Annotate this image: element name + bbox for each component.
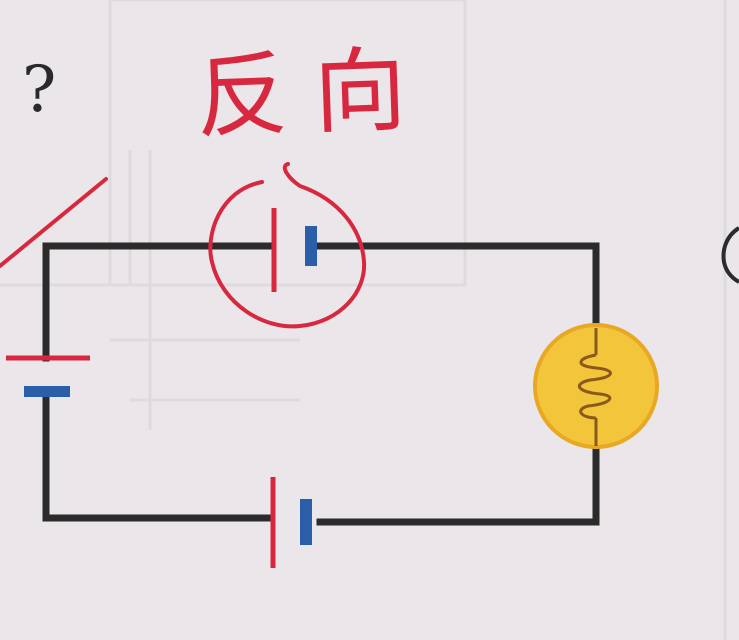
circuit-wires (42, 242, 600, 526)
wire-bottom-left (42, 392, 276, 522)
top-battery-icon (271, 208, 317, 292)
annotation-circle (208, 162, 367, 329)
light-bulb-icon (533, 323, 659, 449)
question-mark: ? (22, 53, 57, 127)
left-battery-icon (6, 355, 90, 397)
annotation-pointer-line (0, 177, 108, 268)
wire-top-right (314, 242, 600, 332)
handwritten-note: 反向 (194, 35, 434, 152)
bulb-filament-icon (577, 353, 612, 420)
wire-right-bottom (316, 442, 600, 526)
bottom-battery-icon (270, 477, 312, 568)
edge-circle-fragment (721, 226, 739, 284)
